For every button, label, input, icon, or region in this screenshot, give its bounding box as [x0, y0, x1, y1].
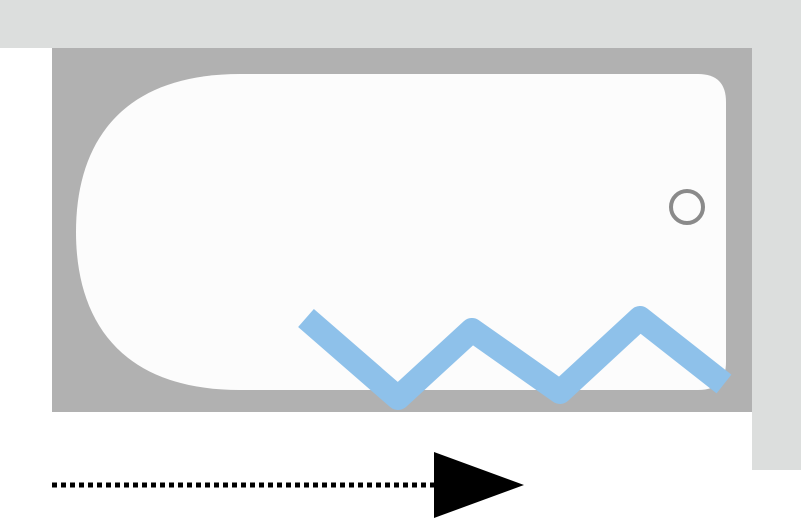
drain-icon — [669, 189, 705, 225]
bathtub — [52, 48, 752, 412]
top-wall — [0, 0, 801, 48]
folding-screen — [298, 306, 732, 410]
direction-arrow — [52, 452, 524, 518]
bathtub-basin — [76, 74, 726, 390]
right-wall — [752, 0, 801, 470]
walls — [0, 0, 801, 470]
direction-arrowhead-icon — [434, 452, 524, 518]
